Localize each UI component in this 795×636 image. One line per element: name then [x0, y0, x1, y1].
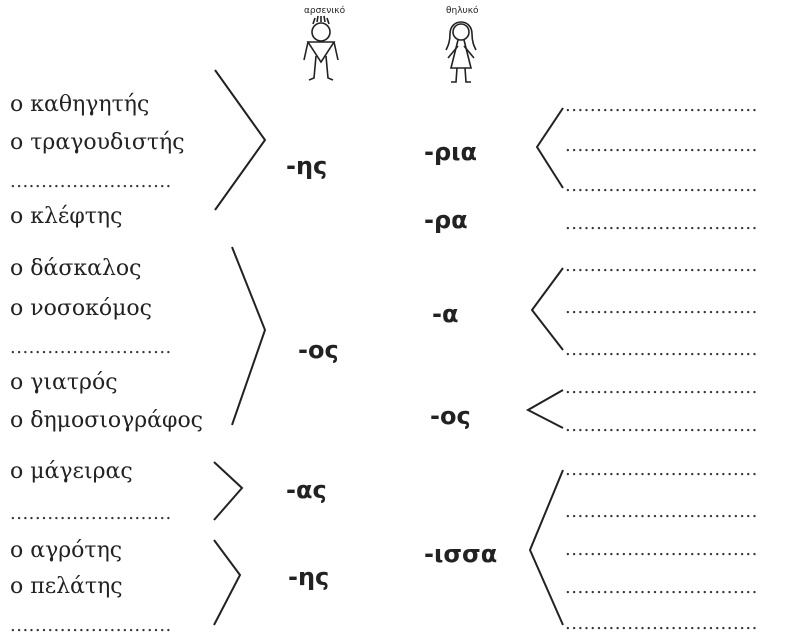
blank-right-13[interactable]: ............................... [565, 577, 758, 598]
bracket-r3 [525, 389, 564, 429]
bracket-r4 [528, 469, 564, 626]
blank-right-9[interactable]: ............................... [565, 415, 758, 436]
word-mageiras: ο μάγειρας [10, 459, 133, 484]
bracket-1 [214, 69, 267, 211]
boy-figure-icon [303, 15, 339, 81]
masc-suffix-2: -ος [298, 336, 339, 364]
fem-suffix-3: -α [432, 300, 459, 328]
bracket-r1 [535, 107, 564, 189]
blank-left-1[interactable]: .......................... [10, 171, 172, 192]
girl-figure-icon [445, 21, 477, 83]
bracket-4 [213, 539, 242, 626]
bracket-2 [231, 246, 267, 426]
blank-right-11[interactable]: ............................... [565, 501, 758, 522]
masc-suffix-3: -ας [286, 476, 327, 504]
blank-left-4[interactable]: .......................... [10, 615, 172, 636]
fem-suffix-1: -ρια [424, 138, 477, 166]
masc-suffix-4: -ης [288, 563, 330, 591]
blank-right-4[interactable]: ............................... [565, 213, 758, 234]
fem-suffix-5: -ισσα [424, 540, 498, 568]
blank-right-5[interactable]: ............................... [565, 255, 758, 276]
feminine-caption: θηλυκό [446, 6, 479, 16]
word-kleftis: ο κλέφτης [10, 204, 123, 229]
bracket-3 [213, 461, 244, 521]
blank-right-3[interactable]: ............................... [565, 175, 758, 196]
blank-right-10[interactable]: ............................... [565, 459, 758, 480]
blank-right-6[interactable]: ............................... [565, 297, 758, 318]
word-dimosiografos: ο δημοσιογράφος [10, 408, 204, 433]
blank-right-7[interactable]: ............................... [565, 339, 758, 360]
word-giatros: ο γιατρός [10, 370, 118, 395]
word-nosokomos: ο νοσοκόμος [10, 296, 152, 321]
blank-left-2[interactable]: .......................... [10, 337, 172, 358]
blank-right-14[interactable]: ............................... [565, 613, 758, 634]
word-daskalos: ο δάσκαλος [10, 256, 142, 281]
word-pelatis: ο πελάτης [10, 574, 123, 599]
masculine-caption: αρσενικό [304, 6, 346, 16]
word-kathigitis: ο καθηγητής [10, 92, 150, 117]
blank-left-3[interactable]: .......................... [10, 503, 172, 524]
blank-right-8[interactable]: ............................... [565, 377, 758, 398]
bracket-r2 [530, 267, 564, 351]
word-agrotis: ο αγρότης [10, 538, 123, 563]
word-tragoudistis: ο τραγουδιστής [10, 130, 185, 155]
fem-suffix-4: -ος [430, 402, 471, 430]
fem-suffix-2: -ρα [424, 206, 468, 234]
masc-suffix-1: -ης [286, 152, 328, 180]
blank-right-2[interactable]: ............................... [565, 135, 758, 156]
blank-right-12[interactable]: ............................... [565, 539, 758, 560]
blank-right-1[interactable]: ............................... [565, 95, 758, 116]
